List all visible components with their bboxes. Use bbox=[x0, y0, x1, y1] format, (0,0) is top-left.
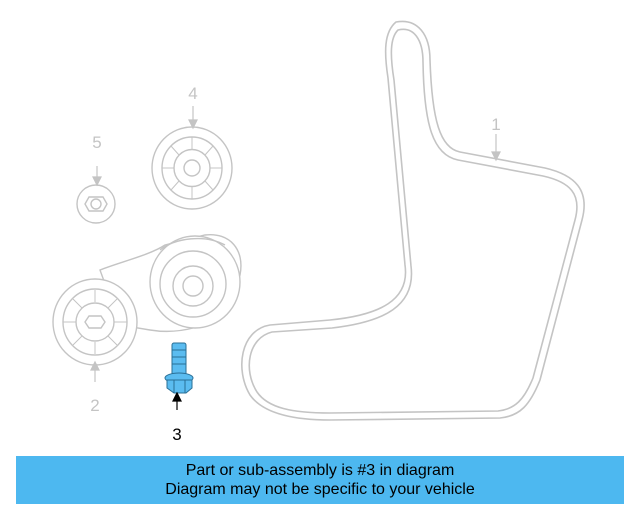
callout-3: 3 bbox=[172, 425, 181, 444]
caption-line-1: Part or sub-assembly is #3 in diagram bbox=[185, 462, 455, 479]
belt-tensioner[interactable] bbox=[52, 234, 242, 366]
drive-belt[interactable] bbox=[241, 20, 585, 421]
leader-arrow-3 bbox=[172, 391, 182, 410]
caption-line-2: Diagram may not be specific to your vehi… bbox=[165, 481, 475, 498]
idler-pulley[interactable] bbox=[151, 126, 233, 210]
callout-4: 4 bbox=[188, 84, 197, 103]
callout-2: 2 bbox=[90, 396, 99, 415]
parts-diagram: 1 2 3 4 5 bbox=[52, 20, 585, 444]
diagram-caption: Part or sub-assembly is #3 in diagram Di… bbox=[16, 456, 624, 504]
tensioner-bolt[interactable] bbox=[164, 342, 194, 394]
callout-5: 5 bbox=[92, 133, 101, 152]
callout-1: 1 bbox=[491, 115, 500, 134]
pulley-bolt-small[interactable] bbox=[76, 184, 116, 224]
leader-arrows bbox=[90, 106, 501, 382]
